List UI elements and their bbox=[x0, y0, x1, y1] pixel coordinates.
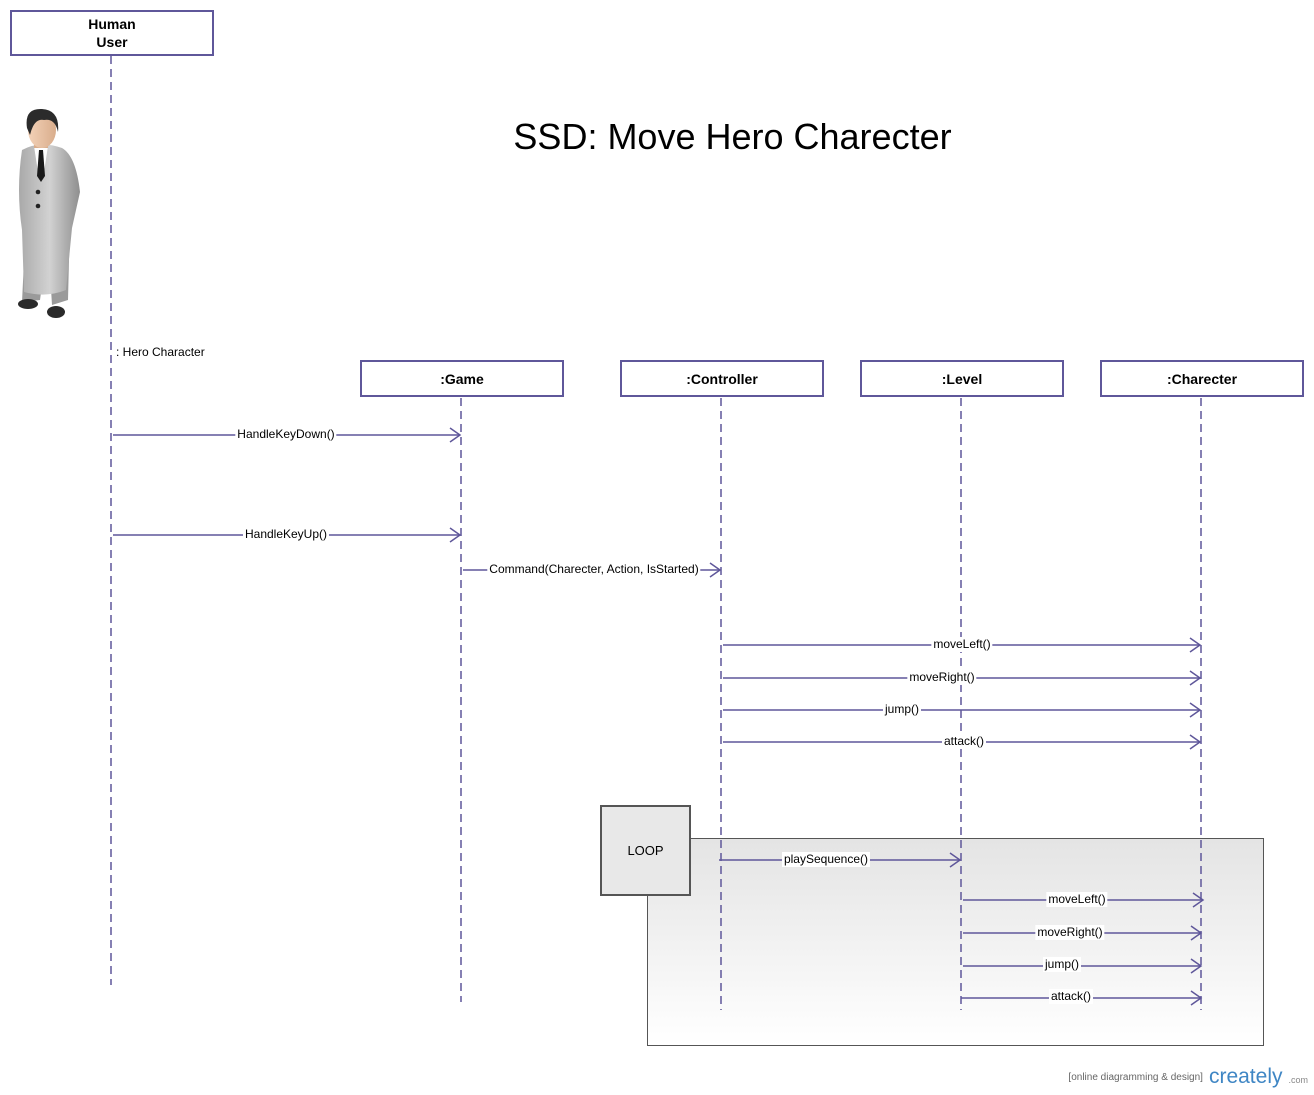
loop-frame[interactable] bbox=[647, 838, 1264, 1046]
message-label-command: Command(Charecter, Action, IsStarted) bbox=[487, 562, 701, 577]
lifeline-box-level[interactable]: :Level bbox=[860, 360, 1064, 397]
loop-message-label-moveright: moveRight() bbox=[1035, 925, 1105, 940]
loop-message-arrow-jump[interactable] bbox=[963, 958, 1203, 974]
message-label-handlekeydown: HandleKeyDown() bbox=[235, 427, 337, 442]
actor-box-human-user[interactable]: Human User bbox=[10, 10, 214, 56]
message-arrow-jump[interactable] bbox=[723, 702, 1202, 718]
message-label-attack: attack() bbox=[941, 734, 987, 749]
message-label-moveright: moveRight() bbox=[907, 670, 977, 685]
message-label-jump: jump() bbox=[882, 702, 922, 717]
actor-role-label: : Hero Character bbox=[116, 345, 205, 359]
actor-name-line2: User bbox=[96, 34, 128, 50]
lifeline-label: :Level bbox=[941, 370, 983, 387]
lifeline-box-charecter[interactable]: :Charecter bbox=[1100, 360, 1304, 397]
loop-tag[interactable]: LOOP bbox=[600, 805, 691, 896]
lifeline-label: :Controller bbox=[686, 370, 758, 387]
message-label-moveleft: moveLeft() bbox=[931, 637, 993, 652]
loop-label: LOOP bbox=[627, 843, 664, 858]
lifeline-box-controller[interactable]: :Controller bbox=[620, 360, 824, 397]
lifeline-box-game[interactable]: :Game bbox=[360, 360, 564, 397]
business-person-icon bbox=[18, 108, 80, 318]
message-label-handlekeyup: HandleKeyUp() bbox=[242, 527, 330, 542]
watermark-note: [online diagramming & design] bbox=[1068, 1072, 1203, 1083]
lifeline-label: :Charecter bbox=[1166, 370, 1238, 387]
actor-name-line1: Human bbox=[88, 16, 136, 32]
diagram-title: SSD: Move Hero Charecter bbox=[513, 116, 952, 157]
creately-logo: creately bbox=[1208, 1065, 1283, 1088]
loop-message-label-jump: jump() bbox=[1042, 957, 1082, 972]
watermark-suffix: .com bbox=[1288, 1075, 1308, 1085]
lifeline-label: :Game bbox=[440, 370, 484, 387]
loop-message-label-attack: attack() bbox=[1048, 989, 1094, 1004]
loop-message-label-playsequence: playSequence() bbox=[781, 852, 871, 867]
loop-message-label-moveleft: moveLeft() bbox=[1046, 892, 1108, 907]
creately-watermark: [online diagramming & design] creately .… bbox=[1068, 1065, 1308, 1089]
